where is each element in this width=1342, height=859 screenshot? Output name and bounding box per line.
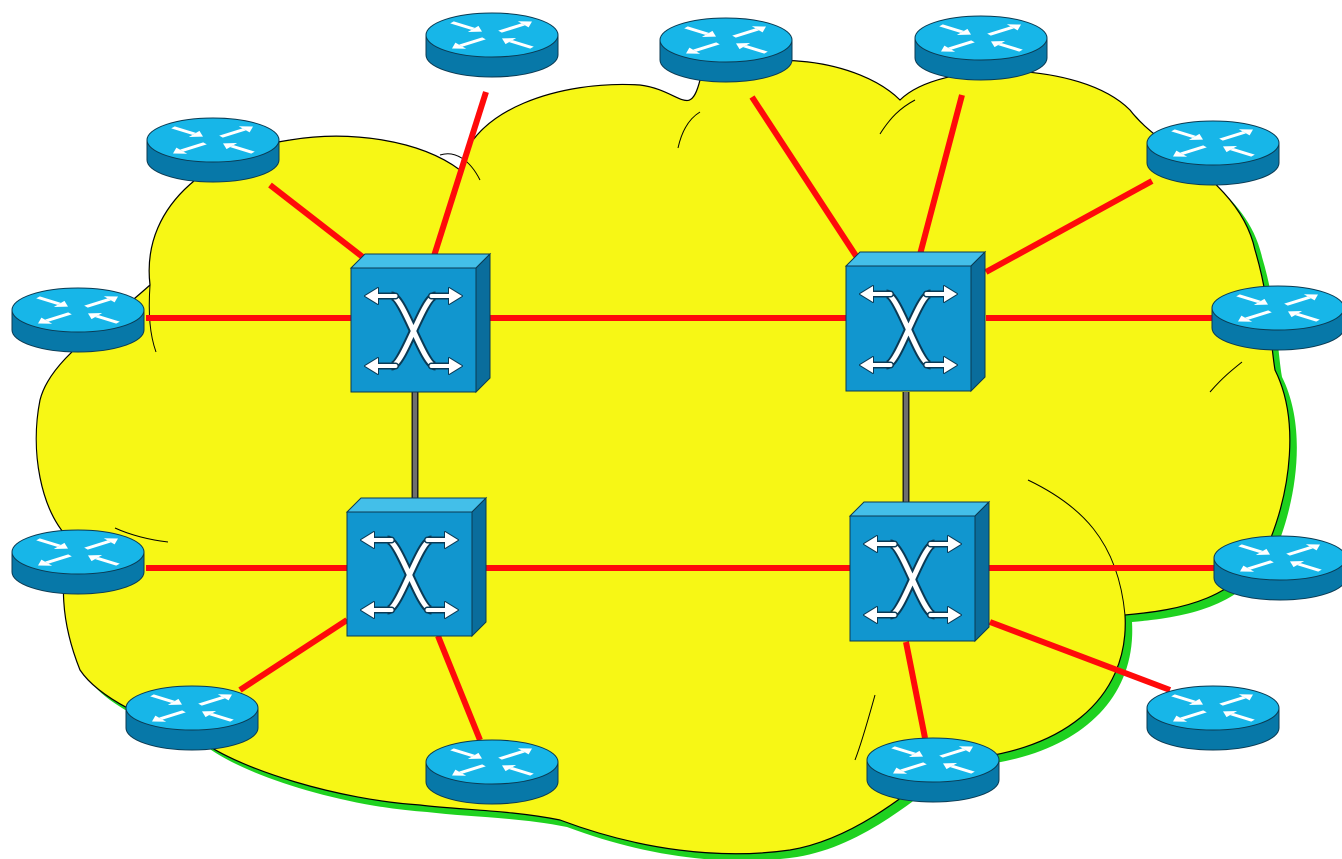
cloud-seam bbox=[879, 99, 916, 135]
access-link bbox=[435, 634, 483, 742]
access-link bbox=[915, 94, 965, 263]
cloud-seam bbox=[1027, 479, 1126, 616]
router-2-router-icon bbox=[11, 287, 145, 353]
access-link bbox=[903, 641, 928, 739]
router-8-router-icon bbox=[11, 529, 145, 595]
access-link bbox=[431, 91, 489, 257]
router-1-router-icon bbox=[146, 117, 280, 183]
switch-bottom-left-atm-switch-icon bbox=[345, 496, 488, 638]
router-6-router-icon bbox=[1146, 120, 1280, 186]
cloud-seam bbox=[677, 111, 701, 149]
router-5-router-icon bbox=[914, 15, 1048, 81]
router-12-router-icon bbox=[1146, 685, 1280, 751]
router-10-router-icon bbox=[425, 739, 559, 805]
links bbox=[146, 91, 1215, 742]
switch-top-right-atm-switch-icon bbox=[844, 250, 987, 393]
cloud-seam bbox=[148, 284, 157, 353]
router-7-router-icon bbox=[1211, 285, 1342, 351]
cloud-seam bbox=[1209, 361, 1243, 393]
switch-top-left-atm-switch-icon bbox=[349, 252, 492, 394]
access-link bbox=[984, 178, 1154, 275]
router-9-router-icon bbox=[125, 685, 259, 751]
cloud-seam bbox=[854, 694, 876, 761]
access-link bbox=[238, 617, 349, 693]
router-13-router-icon bbox=[866, 737, 1000, 803]
router-3-router-icon bbox=[425, 12, 559, 78]
cloud-seam bbox=[114, 527, 169, 543]
access-link bbox=[988, 619, 1172, 693]
router-11-router-icon bbox=[1213, 535, 1342, 601]
router-4-router-icon bbox=[659, 17, 793, 83]
access-link bbox=[749, 95, 863, 264]
cloud-seam bbox=[439, 153, 481, 181]
access-link bbox=[268, 182, 366, 261]
switch-bottom-right-atm-switch-icon bbox=[848, 500, 991, 643]
